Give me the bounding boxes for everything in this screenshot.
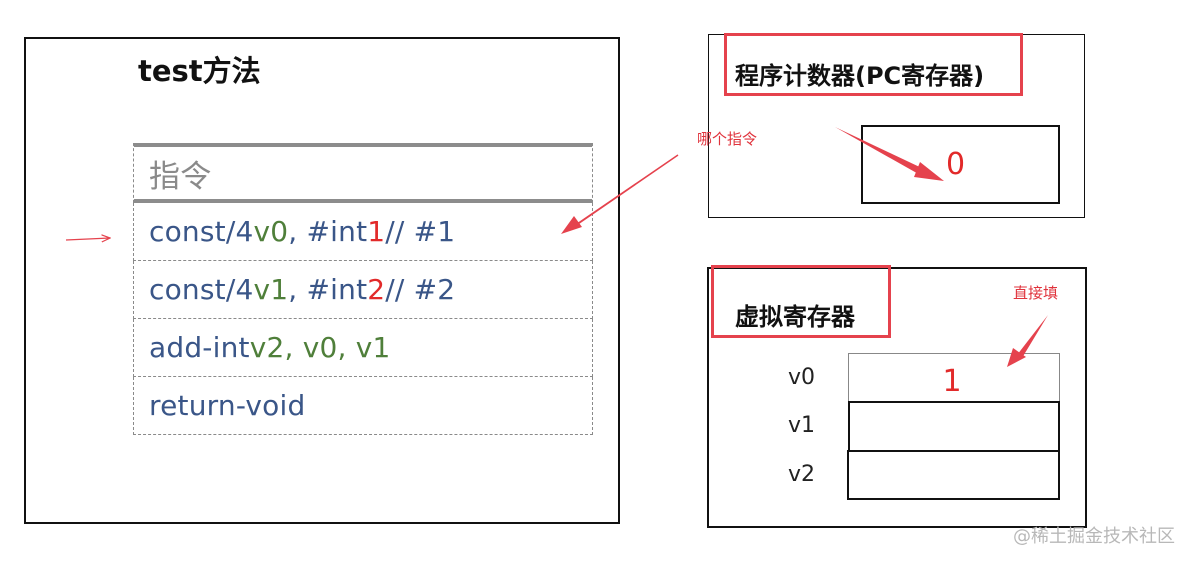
pc-value-box: 0 [861, 125, 1060, 204]
pc-value-arrow [835, 127, 926, 176]
instruction-comment: // #2 [385, 273, 456, 306]
instruction-comment: // #1 [385, 215, 456, 248]
pc-value-arrowhead [914, 162, 944, 181]
current-instruction-arrow [65, 238, 110, 240]
instruction-op: return-void [149, 389, 306, 422]
instruction-row-3: add-int v2, v0, v1 [133, 319, 593, 377]
instruction-table: 指令 const/4 v0, #int 1 // #1 const/4 v1, … [133, 143, 593, 435]
instruction-mid: , #int [288, 215, 368, 248]
vreg-value-arrowhead [1007, 348, 1026, 367]
register-cell-v2 [847, 450, 1060, 500]
vreg-annotation: 直接填 [1013, 284, 1059, 302]
virtual-register-panel [707, 267, 1087, 528]
instruction-register: v2, v0, v1 [249, 331, 391, 364]
instruction-literal: 2 [367, 273, 386, 306]
register-label-v0: v0 [788, 365, 816, 390]
register-label-v2: v2 [788, 462, 816, 487]
pc-value: 0 [945, 147, 966, 182]
register-value-v0: 1 [942, 363, 962, 399]
which-instruction-arrow [571, 154, 679, 229]
instruction-row-1: const/4 v0, #int 1 // #1 [133, 203, 593, 261]
instruction-mid: , #int [288, 273, 368, 306]
method-title: test方法 [138, 54, 261, 88]
watermark: @稀土掘金技术社区 [1013, 526, 1175, 547]
instruction-row-4: return-void [133, 377, 593, 435]
instruction-row-2: const/4 v1, #int 2 // #2 [133, 261, 593, 319]
instruction-register: v1 [253, 273, 289, 306]
instruction-op: const/4 [149, 273, 254, 306]
which-instruction-arrowhead [561, 216, 582, 234]
vreg-value-arrow [1017, 315, 1048, 358]
vreg-panel-title: 虚拟寄存器 [735, 303, 855, 331]
pc-title-frame [724, 33, 1023, 96]
vreg-title-frame [711, 265, 891, 338]
instruction-literal: 1 [367, 215, 386, 248]
instruction-op: add-int [149, 331, 250, 364]
table-header: 指令 [133, 143, 593, 203]
pc-annotation: 哪个指令 [697, 130, 758, 148]
register-label-v1: v1 [788, 413, 816, 438]
method-panel [24, 37, 620, 524]
pc-panel-title: 程序计数器(PC寄存器) [735, 62, 985, 90]
instruction-op: const/4 [149, 215, 254, 248]
instruction-register: v0 [253, 215, 289, 248]
